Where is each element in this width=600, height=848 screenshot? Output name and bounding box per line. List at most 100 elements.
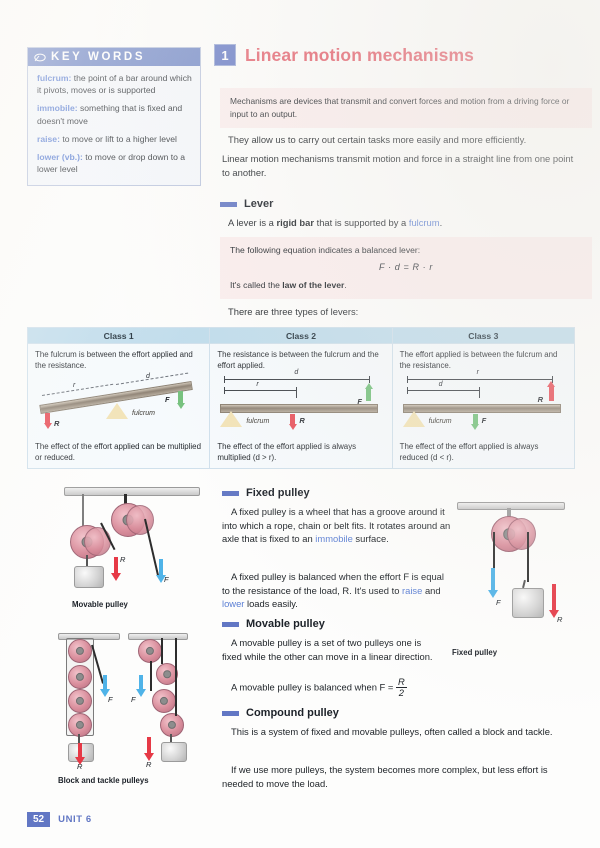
key-words-box: KEY WORDS fulcrum: the point of a bar ar…	[27, 47, 201, 187]
subheading-compound-pulley: Compound pulley	[222, 707, 339, 719]
fixed-pulley-p1a: A fixed pulley is a wheel that has a gro…	[222, 506, 451, 545]
fixed-pulley-figure: F R	[455, 502, 575, 632]
load-weight	[161, 742, 187, 762]
resistance-label: R	[146, 760, 152, 769]
section-heading: 1 Linear motion mechanisms	[214, 44, 474, 66]
lever-bar	[402, 404, 561, 414]
class-description-bottom: The effect of the effort applied is alwa…	[399, 441, 539, 462]
fulcrum-icon	[402, 411, 425, 428]
movable-pulley-p2: A movable pulley is balanced when F =	[231, 681, 394, 693]
ceiling-support	[58, 633, 120, 640]
subheading-label: Lever	[244, 198, 274, 210]
class-header: Class 1	[28, 328, 210, 344]
fulcrum-icon	[220, 411, 243, 428]
fixed-pulley-p2b: loads easily.	[244, 598, 298, 610]
block-tackle-figure-left: F R	[58, 633, 128, 773]
effort-label: F	[496, 598, 501, 607]
pulley-wheel	[160, 713, 184, 737]
class-header: Class 2	[210, 328, 392, 344]
support-rod	[82, 494, 84, 526]
resistance-label: R	[120, 555, 126, 564]
hook-line	[86, 555, 88, 567]
dimension-label-d: d	[294, 369, 299, 377]
lever-class-column: Class 1 The fulcrum is between the effor…	[28, 328, 211, 468]
movable-pulley-wheel-side	[84, 527, 111, 556]
dimension-tick	[369, 376, 371, 384]
dimension-tick	[551, 376, 553, 384]
rope-segment	[527, 532, 529, 582]
movable-pulley-p1: A movable pulley is a set of two pulleys…	[222, 637, 433, 662]
class-header: Class 3	[392, 328, 574, 344]
fixed-pulley-caption: Fixed pulley	[452, 648, 498, 657]
hook-line	[522, 579, 526, 589]
fraction-denominator: 2	[398, 687, 404, 699]
key-words-header: KEY WORDS	[28, 48, 200, 66]
subheading-marker-icon	[222, 490, 239, 496]
dimension-line-r	[224, 390, 298, 392]
equation-law-line: It's called the law of the lever.	[230, 280, 582, 290]
effort-arrow	[136, 675, 146, 697]
load-weight	[512, 588, 544, 618]
effort-arrow	[100, 675, 110, 697]
dimension-line-d	[224, 379, 371, 381]
paragraph-allow-tasks: They allow us to carry out certain tasks…	[228, 134, 527, 145]
section-number-badge: 1	[214, 44, 236, 66]
class-description-bottom: The effect of the effort applied can be …	[35, 441, 201, 462]
effort-label: F	[481, 416, 487, 426]
subheading-label: Compound pulley	[246, 707, 339, 719]
class-description-top: The resistance is between the fulcrum an…	[217, 350, 379, 371]
effort-arrow	[176, 391, 185, 410]
intro-text: Mechanisms are devices that transmit and…	[230, 96, 570, 119]
dimension-tick	[406, 387, 408, 395]
effort-arrow	[471, 414, 480, 431]
lever-bar	[220, 404, 379, 414]
class-description-top: The effort applied is between the fulcru…	[399, 350, 558, 371]
intro-callout: Mechanisms are devices that transmit and…	[220, 88, 592, 129]
class-description-bottom: The effect of the effort applied is alwa…	[217, 441, 357, 462]
pulley-wheel	[152, 689, 176, 713]
lever-class-column: Class 3 The effort applied is between th…	[392, 328, 574, 468]
equation-callout: The following equation indicates a balan…	[220, 237, 592, 299]
dimension-line-d	[406, 390, 480, 392]
lever-class-column: Class 2 The resistance is between the fu…	[210, 328, 393, 468]
movable-pulley-paragraph-1: A movable pulley is a set of two pulleys…	[222, 636, 438, 663]
dimension-tick	[224, 387, 226, 395]
unit-label: UNIT 6	[58, 814, 92, 825]
resistance-arrow	[547, 381, 556, 402]
fixed-pulley-wheel-side	[126, 505, 154, 535]
fraction-numerator: R	[395, 676, 407, 689]
effort-arrow	[364, 383, 373, 402]
pulley-wheel	[68, 639, 92, 663]
movable-pulley-caption: Movable pulley	[72, 600, 128, 609]
hook-line	[78, 734, 80, 744]
resistance-label: R	[557, 615, 563, 624]
pulley-wheel	[68, 713, 92, 737]
dimension-label-r: r	[256, 381, 259, 389]
fulcrum-label: fulcrum	[246, 418, 270, 426]
fixed-pulley-wheel-side	[507, 518, 536, 550]
lever-definition: A lever is a rigid bar that is supported…	[228, 216, 573, 230]
key-word-item: immobile: something that is fixed and do…	[37, 102, 192, 126]
subheading-fixed-pulley: Fixed pulley	[222, 487, 310, 499]
key-word-definition: something that is fixed and doesn't move	[37, 103, 183, 126]
lever-def-link: fulcrum	[408, 217, 440, 228]
compound-pulley-paragraph-2: If we use more pulleys, the system becom…	[222, 763, 572, 790]
fulcrum-icon	[106, 403, 128, 420]
resistance-arrow	[43, 413, 52, 430]
law-of-lever-equation: F · d = R · r	[379, 262, 433, 272]
resistance-label: R	[54, 419, 60, 429]
load-weight	[74, 566, 104, 588]
dimension-tick	[224, 376, 226, 384]
pulley-mount	[507, 508, 511, 518]
hook-line	[170, 734, 172, 743]
subheading-label: Fixed pulley	[246, 487, 310, 499]
page-title: Linear motion mechanisms	[245, 44, 474, 65]
fixed-pulley-link-raise: raise	[402, 584, 423, 596]
fulcrum-label: fulcrum	[428, 418, 452, 426]
effort-arrow	[156, 559, 166, 583]
effort-arrow	[488, 568, 498, 598]
effort-label: F	[165, 395, 170, 405]
fixed-pulley-paragraph-1: A fixed pulley is a wheel that has a gro…	[222, 505, 454, 546]
ceiling-support	[64, 487, 200, 496]
equation-intro: The following equation indicates a balan…	[230, 245, 421, 255]
